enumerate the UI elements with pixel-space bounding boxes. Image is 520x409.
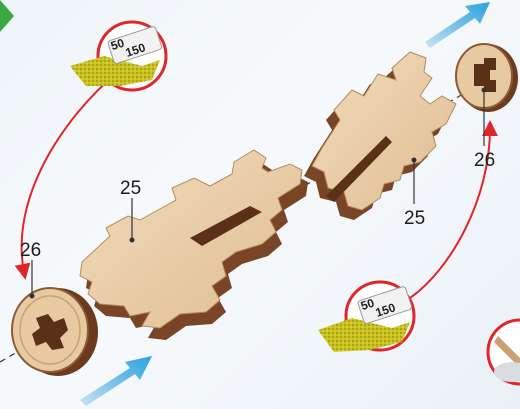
part-25-left xyxy=(80,150,308,340)
part-label-25-left: 25 xyxy=(120,178,141,199)
direction-arrow-icon xyxy=(425,2,490,48)
wooden-disc-icon xyxy=(456,44,518,112)
part-25-right xyxy=(304,52,456,220)
glue-brush-icon xyxy=(488,320,520,384)
part-label-25-right: 25 xyxy=(404,208,425,229)
leader-dot xyxy=(412,158,417,163)
green-corner-shape xyxy=(0,0,14,32)
part-label-26-left: 26 xyxy=(20,240,41,261)
direction-arrow-icon xyxy=(80,356,152,406)
wooden-disc-icon xyxy=(12,288,98,376)
part-label-26-right: 26 xyxy=(474,150,495,171)
leader-dot xyxy=(130,238,135,243)
leader-dot xyxy=(30,294,35,299)
leader-dot xyxy=(482,88,487,93)
